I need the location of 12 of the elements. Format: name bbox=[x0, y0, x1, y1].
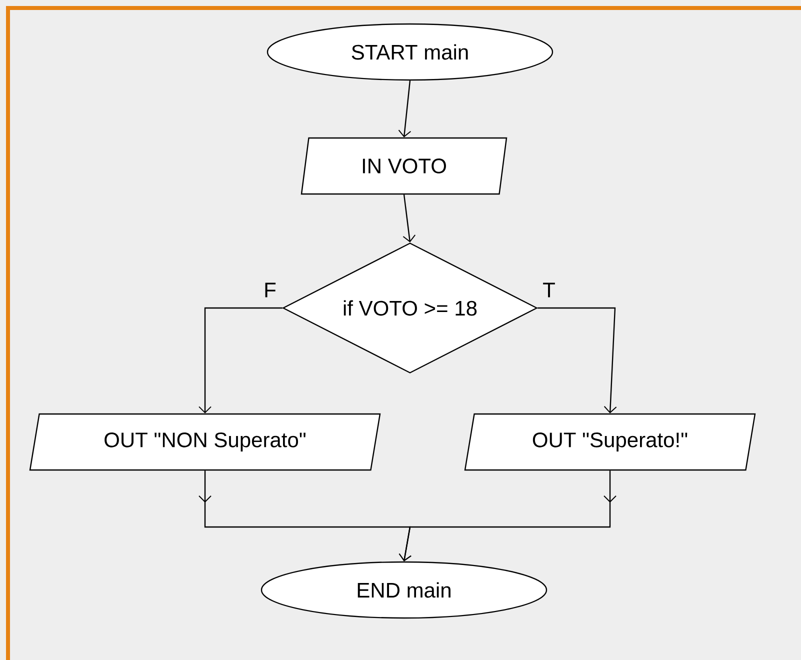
arrow bbox=[402, 194, 416, 242]
output-parallelogram: OUT "NON Superato" bbox=[29, 413, 381, 471]
edge-label: F bbox=[265, 282, 276, 298]
edge-label: T bbox=[543, 282, 555, 298]
start-terminal: START main bbox=[266, 23, 554, 81]
arrow bbox=[538, 307, 617, 414]
arrow bbox=[398, 80, 412, 138]
end-terminal: END main bbox=[260, 561, 548, 619]
input-parallelogram: IN VOTO bbox=[300, 137, 508, 195]
output-parallelogram: OUT "Superato!" bbox=[464, 413, 756, 471]
arrow bbox=[198, 307, 282, 414]
arrow bbox=[398, 470, 616, 562]
